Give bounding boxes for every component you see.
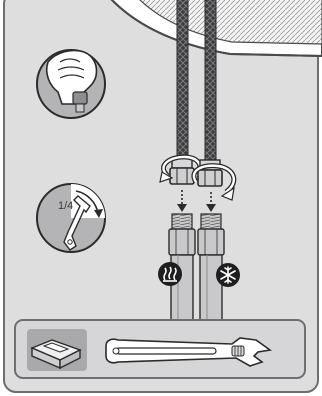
quarter-turn-label: 1/4 bbox=[58, 200, 73, 212]
snowflake-icon bbox=[216, 263, 240, 287]
braided-hose-cold bbox=[205, 0, 216, 160]
hose-nut-hot bbox=[170, 158, 194, 184]
wrench-quarter-turn-icon bbox=[37, 184, 105, 252]
hot-water-icon bbox=[158, 262, 182, 286]
hand-tighten-icon bbox=[37, 50, 105, 118]
braided-hose-hot bbox=[177, 0, 188, 160]
